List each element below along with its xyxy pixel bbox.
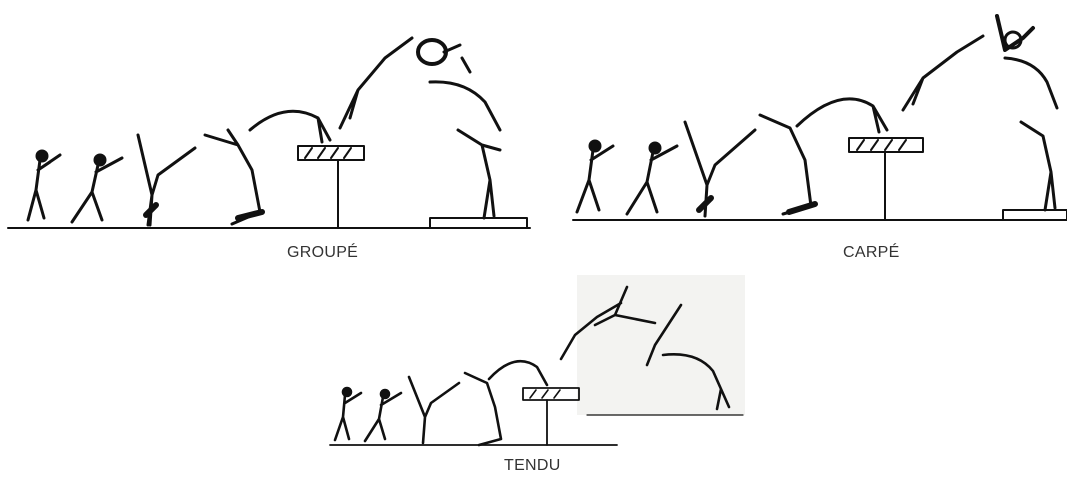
gymnast-tuck	[418, 40, 446, 64]
gymnast-opening	[1005, 58, 1057, 108]
gymnast-opening	[430, 58, 500, 130]
gymnast-flic	[465, 373, 501, 445]
gymnast-arch	[250, 111, 330, 142]
gymnast-run-2	[365, 393, 401, 441]
gymnast-landing	[1021, 122, 1055, 210]
vault-table	[523, 388, 579, 400]
carpe-illustration	[565, 0, 1067, 235]
caption-tendu: TENDU	[504, 457, 561, 475]
gymnast-flic	[760, 115, 811, 214]
gymnast-pushoff	[340, 38, 412, 128]
landing-mat	[430, 218, 527, 228]
caption-groupe: GROUPÉ	[287, 244, 358, 262]
groupe-illustration	[0, 0, 540, 235]
gymnast-pushoff	[903, 36, 983, 110]
gymnast-run-2	[72, 158, 122, 222]
gymnast-run-2	[627, 146, 677, 214]
gymnast-run-1	[28, 155, 60, 220]
gymnast-landing	[458, 130, 500, 218]
gymnast-flic	[205, 130, 260, 224]
figure-groupe	[0, 0, 540, 235]
figure-carpe	[565, 0, 1067, 235]
gymnast-roundoff	[685, 122, 755, 216]
landing-mat	[1003, 210, 1067, 220]
gymnast-run-1	[335, 393, 361, 440]
figure-tendu	[325, 275, 755, 450]
gymnast-roundoff	[409, 377, 459, 443]
gymnast-arch	[489, 361, 547, 385]
caption-carpe: CARPÉ	[843, 244, 900, 262]
gymnast-run-1	[577, 146, 613, 212]
gymnast-arch	[797, 99, 887, 132]
tendu-illustration	[325, 275, 755, 450]
